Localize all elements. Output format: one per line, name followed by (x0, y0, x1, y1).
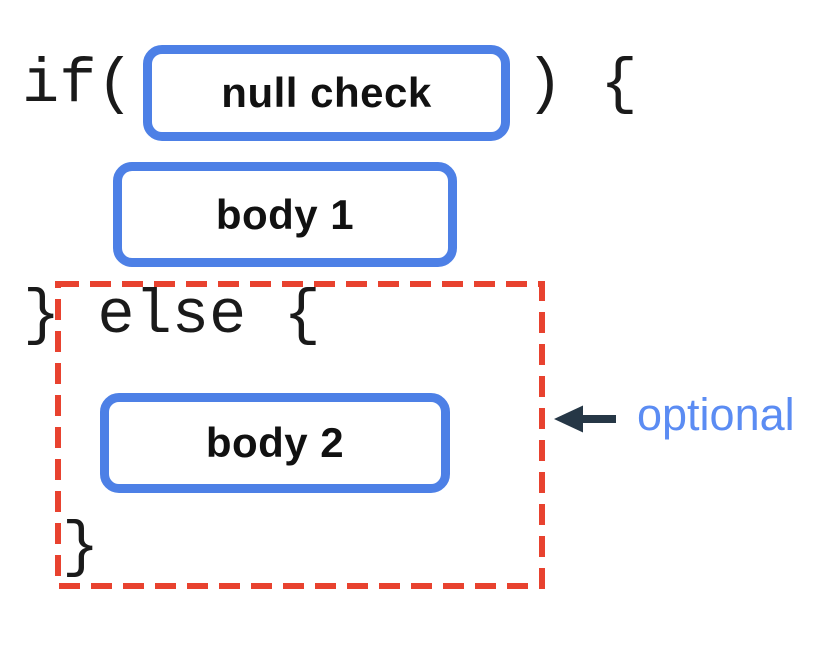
null-check-box: null check (143, 45, 510, 141)
optional-region-outline (55, 281, 545, 589)
code-if-close: ) { (526, 49, 638, 120)
code-else-line: } else { (23, 280, 321, 351)
optional-label: optional (637, 389, 795, 440)
optional-arrow-head (554, 405, 583, 433)
optional-arrow-icon (554, 405, 616, 433)
null-check-label: null check (221, 69, 432, 116)
body2-label: body 2 (205, 419, 345, 466)
optional-arrow-shaft (581, 415, 616, 423)
body2-box: body 2 (100, 393, 450, 493)
code-closing-brace: } (62, 512, 100, 583)
code-if-open: if( (22, 49, 134, 120)
body1-label: body 1 (215, 190, 355, 238)
optional-region-dashed-rect (55, 281, 545, 589)
body1-box: body 1 (113, 162, 457, 267)
